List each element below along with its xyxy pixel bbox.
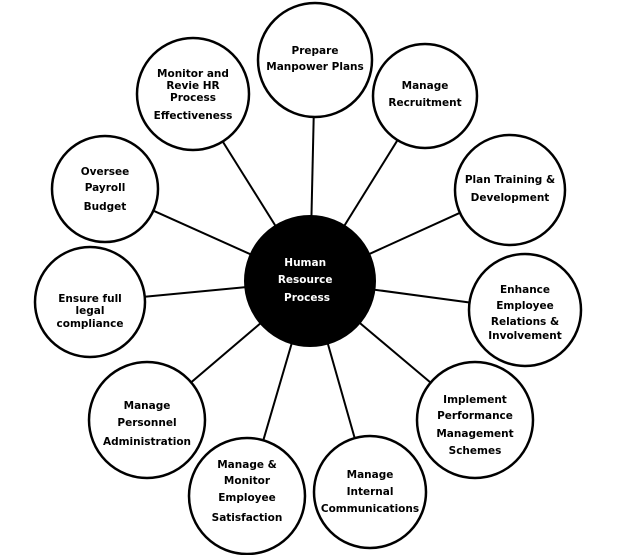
node-label-line: legal: [76, 305, 105, 317]
node-label-line: Monitor and: [157, 68, 229, 80]
node-label-line: Prepare: [292, 45, 339, 57]
node-circle: [371, 42, 479, 150]
node-label-line: Employee: [496, 300, 554, 312]
node-label: Plan Training & Development: [465, 174, 555, 204]
node-label-line: Satisfaction: [212, 512, 283, 524]
node-label-line: Manage &: [217, 459, 277, 471]
node-label-line: Development: [471, 192, 550, 204]
node-circle: [415, 360, 535, 480]
hub-label: Human Resource Process: [278, 257, 336, 304]
node-label-line: Revie HR: [166, 80, 219, 92]
node-circle: [312, 434, 428, 550]
node-label-line: Oversee: [81, 166, 130, 178]
node-label-line: Recruitment: [388, 97, 461, 109]
node-plan-training-development: Plan Training & Development: [453, 133, 567, 247]
hub: Human Resource Process: [244, 215, 376, 347]
node-circle: [135, 36, 251, 152]
node-circle: [87, 360, 207, 480]
node-label-line: Personnel: [117, 417, 176, 429]
node-label-line: Monitor: [224, 475, 271, 487]
node-label-line: Communications: [321, 503, 419, 515]
node-label-line: Payroll: [85, 182, 126, 194]
node-label-line: Performance: [437, 410, 513, 422]
node-circle: [33, 245, 147, 359]
node-circle: [187, 436, 307, 555]
hub-circle: [244, 215, 376, 347]
node-label-line: Ensure full: [58, 293, 122, 305]
node-label-line: Management: [436, 428, 513, 440]
node-label-line: Manage: [347, 469, 394, 481]
node-label-line: Manpower Plans: [266, 61, 364, 73]
node-label-line: Schemes: [449, 445, 502, 457]
node-label-line: Relations &: [491, 316, 559, 328]
hub-label-line: Process: [284, 292, 330, 304]
node-label-line: Employee: [218, 492, 276, 504]
node-label-line: Plan Training &: [465, 174, 555, 186]
node-label-line: Effectiveness: [154, 110, 233, 122]
node-circle: [467, 252, 583, 368]
node-label-line: Process: [170, 92, 216, 104]
node-label-line: compliance: [57, 318, 124, 330]
node-label-line: Administration: [103, 436, 191, 448]
node-label-line: Implement: [443, 394, 507, 406]
node-circle: [256, 1, 374, 119]
node-label-line: Manage: [124, 400, 171, 412]
hub-label-line: Resource: [278, 274, 333, 286]
node-label-line: Enhance: [500, 284, 550, 296]
node-label-line: Budget: [84, 201, 127, 213]
node-circle: [453, 133, 567, 247]
node-label-line: Manage: [402, 80, 449, 92]
hub-label-line: Human: [284, 257, 326, 269]
node-label-line: Involvement: [488, 330, 562, 342]
node-circle: [50, 134, 160, 244]
node-label-line: Internal: [347, 486, 394, 498]
